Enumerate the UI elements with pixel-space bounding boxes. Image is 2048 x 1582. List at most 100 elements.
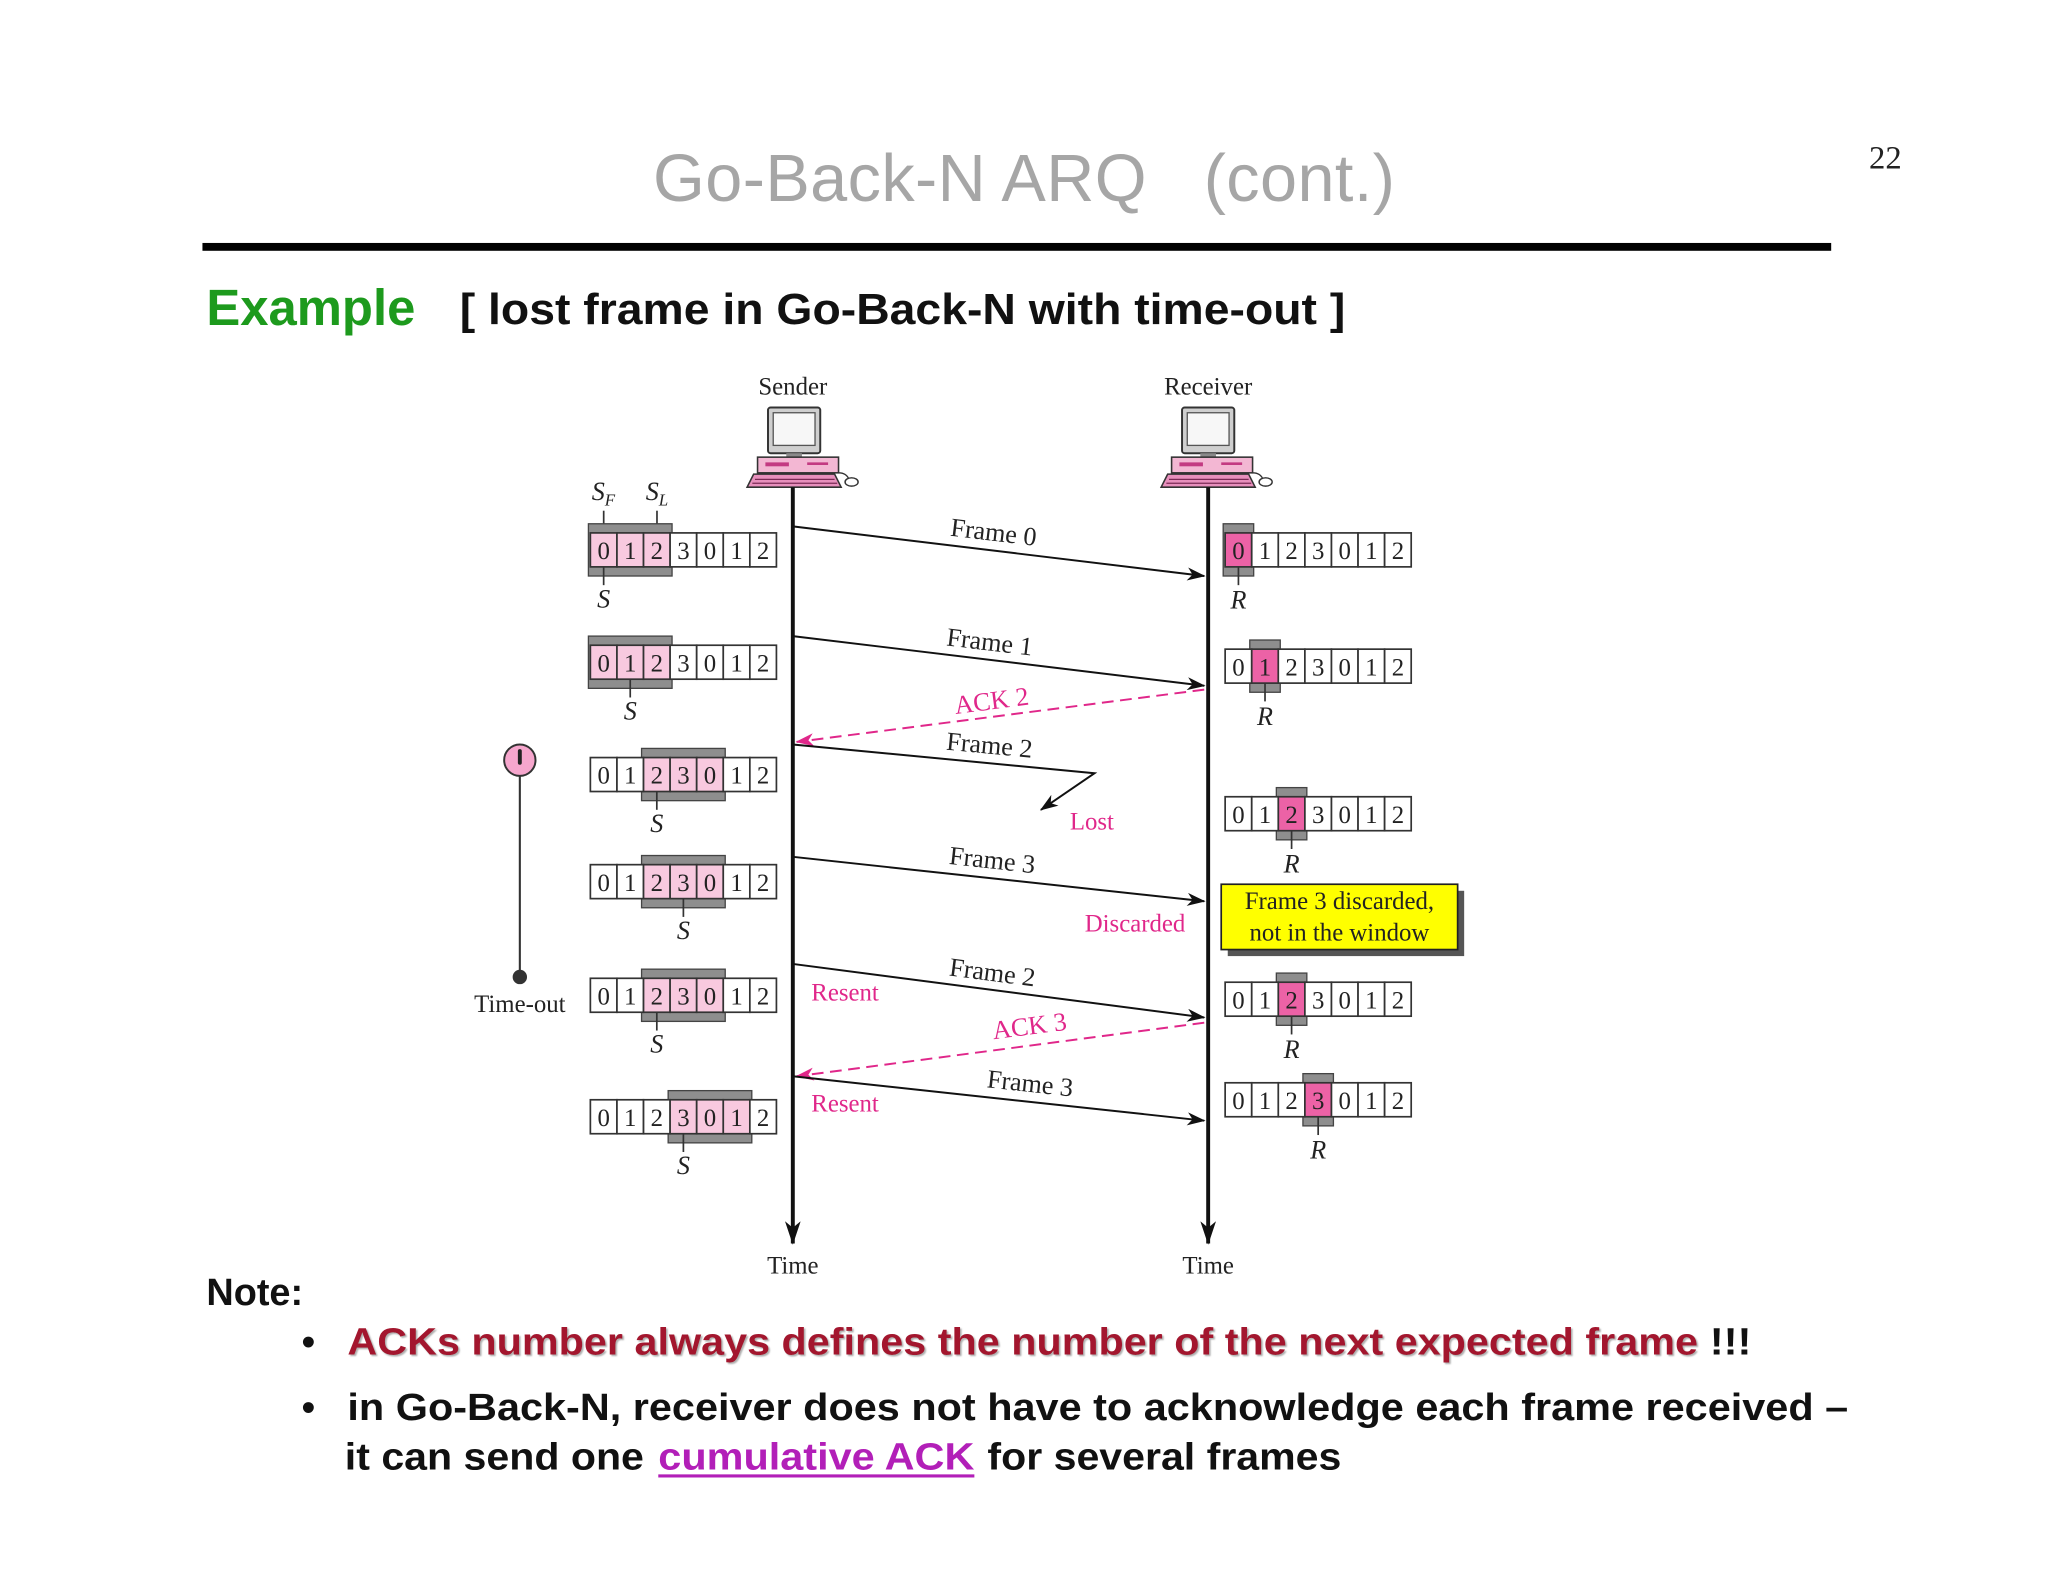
cpu-box	[756, 456, 840, 474]
sequence-cell	[1304, 532, 1333, 568]
monitor-stand	[786, 453, 802, 458]
pointer-symbol: S	[646, 477, 659, 506]
sequence-number: 2	[651, 983, 663, 1010]
sequence-number: 2	[757, 650, 769, 677]
sequence-number: 0	[597, 870, 609, 897]
discarded-label: Discarded	[1085, 910, 1186, 937]
sequence-number: 1	[624, 983, 636, 1010]
pointer-subscript: F	[604, 490, 616, 509]
sequence-number: 0	[1232, 987, 1244, 1014]
receiver-pointer-label: R	[1256, 702, 1273, 731]
note-point-1-suffix: !!!	[1710, 1321, 1752, 1363]
sequence-number: 1	[624, 1105, 636, 1132]
sequence-number: 1	[730, 1105, 742, 1132]
sequence-number: 1	[730, 870, 742, 897]
sequence-number: 0	[704, 763, 716, 790]
frame-3-resent-arrow	[792, 1075, 1206, 1126]
receiver-pointer-label: R	[1309, 1136, 1326, 1165]
sequence-number: 0	[704, 650, 716, 677]
sequence-number: 0	[1339, 654, 1351, 681]
sequence-number: 2	[651, 650, 663, 677]
sequence-number: 1	[730, 763, 742, 790]
sequence-number: 1	[1259, 802, 1271, 829]
resent-label: Resent	[811, 980, 879, 1007]
sequence-cell	[1330, 981, 1359, 1018]
sequence-number: 0	[1232, 538, 1244, 565]
example-label: Example	[206, 279, 415, 336]
sequence-number: 0	[597, 1105, 609, 1132]
drive-slot	[765, 462, 789, 467]
sequence-number: 2	[757, 538, 769, 565]
frame-0-arrow	[792, 525, 1206, 581]
sequence-number: 0	[704, 538, 716, 565]
sequence-cell	[748, 977, 778, 1014]
note-point-2-line-1: in Go-Back-N, receiver does not have to …	[347, 1387, 1848, 1429]
sequence-number: 1	[624, 870, 636, 897]
bullet: •	[302, 1321, 315, 1363]
sequence-cell	[748, 532, 778, 568]
keyboard	[745, 473, 843, 488]
sequence-cell	[1357, 981, 1386, 1018]
sequence-cell	[642, 756, 671, 793]
frame-2-label: Frame 2	[945, 727, 1034, 764]
sequence-cell	[695, 532, 725, 568]
cumulative-ack-link[interactable]: cumulative ACK	[658, 1436, 974, 1478]
sequence-cell	[1330, 532, 1359, 568]
sequence-cell	[748, 863, 778, 900]
lost-label: Lost	[1070, 808, 1114, 835]
sequence-cell	[722, 977, 751, 1014]
sequence-number: 0	[1339, 802, 1351, 829]
example-subtitle: [ lost frame in Go-Back-N with time-out …	[460, 286, 1346, 334]
sequence-cell	[1277, 795, 1306, 832]
sequence-number: 1	[1365, 1088, 1377, 1115]
sequence-number: 2	[651, 1105, 663, 1132]
sender-pointer-label: S	[597, 584, 610, 613]
sequence-cell	[722, 644, 751, 681]
sequence-number: 0	[597, 763, 609, 790]
sequence-cell	[1224, 648, 1253, 684]
sequence-number: 1	[1365, 802, 1377, 829]
sequence-cell	[1357, 532, 1386, 568]
ack-3-label: ACK 3	[991, 1007, 1069, 1045]
pointer-subscript: L	[658, 490, 668, 509]
timeout-label: Time-out	[474, 991, 566, 1018]
frame-2-resent-arrow	[792, 962, 1206, 1022]
ack-3-arrow	[795, 1021, 1205, 1081]
sender-time-label: Time	[767, 1252, 818, 1279]
monitor-stand	[1200, 453, 1216, 458]
sequence-number: 3	[1312, 654, 1324, 681]
sequence-number: 0	[704, 1105, 716, 1132]
sequence-cell	[695, 863, 725, 900]
frame-3-resent-label: Frame 3	[986, 1064, 1075, 1102]
sequence-number: 2	[1392, 987, 1404, 1014]
sequence-number: 2	[651, 538, 663, 565]
sender-pointer-label: S	[624, 697, 637, 726]
cpu-box	[1170, 456, 1254, 474]
sequence-cell	[589, 644, 618, 681]
sequence-number: 2	[1392, 654, 1404, 681]
sender-first-pointer-label: SF	[592, 477, 616, 509]
sender-pointer-label: S	[677, 1151, 690, 1180]
note-heading: Note:	[206, 1272, 303, 1314]
sequence-number: 1	[730, 983, 742, 1010]
sender-label: Sender	[758, 373, 828, 400]
receiver-pointer-label: R	[1283, 1035, 1300, 1064]
bullet: •	[302, 1387, 315, 1429]
sequence-number: 2	[757, 1105, 769, 1132]
sequence-cell	[1383, 648, 1413, 684]
sequence-number: 3	[1312, 1088, 1324, 1115]
sequence-number: 0	[1232, 654, 1244, 681]
sequence-cell	[669, 756, 698, 793]
sequence-number: 0	[597, 650, 609, 677]
sequence-cell	[642, 644, 671, 681]
timeout-dot	[512, 969, 528, 985]
sequence-cell	[748, 644, 778, 681]
sequence-number: 2	[757, 870, 769, 897]
sequence-cell	[669, 1098, 698, 1135]
